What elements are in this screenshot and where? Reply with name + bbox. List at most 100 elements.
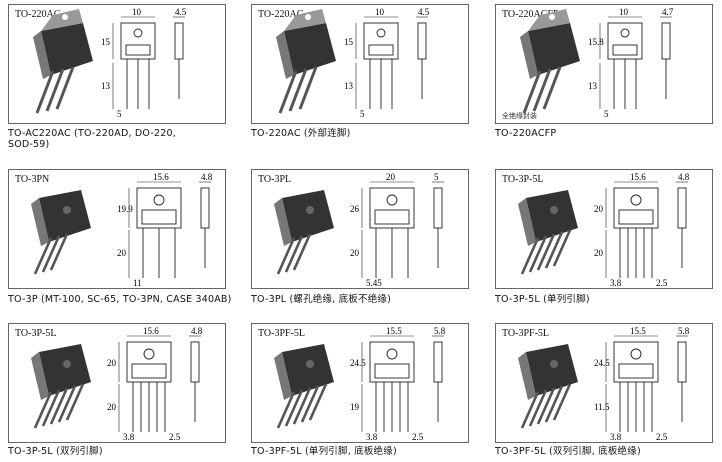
package-caption: TO-220AC (外部连脚) <box>251 128 351 139</box>
front-view <box>126 341 200 432</box>
dim-pitch: 5 <box>604 109 609 119</box>
package-cell: TO-3P-5L 15.6 4.8 20 20 3.8 2.5 <box>495 169 713 289</box>
dim-thickness: 5 <box>434 172 439 182</box>
package-photo <box>31 344 91 429</box>
package-cell: TO-3PF-5L 15.5 5.8 24.5 19 3.8 2.5 <box>251 323 469 443</box>
dim-pitch: 3.8 <box>123 432 135 442</box>
package-caption: TO-3P (MT-100, SC-65, TO-3PN, CASE 340AB… <box>8 294 232 305</box>
package-drawing: 10 4.5 15 13 5 <box>33 7 187 119</box>
dim-body-height: 15 <box>101 37 111 47</box>
dim-lead-length: 20 <box>594 248 604 258</box>
package-caption: TO-3P-5L (单列引脚) <box>495 294 590 305</box>
package-photo <box>274 190 334 275</box>
package-caption: TO-3PL (螺孔绝缘, 底板不绝缘) <box>251 294 392 305</box>
front-view <box>369 341 443 432</box>
dim-pitch: 3.8 <box>610 278 622 288</box>
dim-width: 15.5 <box>630 326 646 336</box>
dim-width: 10 <box>375 7 385 17</box>
package-cell: TO-3P-5L 15.6 4.8 20 20 3.8 2.5 <box>8 323 226 443</box>
package-note: 全绝缘封装 <box>502 112 537 120</box>
dim-thickness: 4.5 <box>418 7 430 17</box>
dim-pitch: 5.45 <box>366 278 382 288</box>
front-view <box>136 187 210 278</box>
package-caption: TO-AC220AC (TO-220AD, DO-220, SOD-59) <box>8 128 176 150</box>
dim-width: 15.5 <box>386 326 402 336</box>
dim-width: 10 <box>619 7 629 17</box>
dim-thickness: 4.8 <box>201 172 213 182</box>
dim-width: 20 <box>386 172 396 182</box>
package-name: TO-220AC <box>15 9 61 20</box>
package-name: TO-3P-5L <box>502 174 544 185</box>
dim-lead-length: 20 <box>107 402 117 412</box>
package-drawing: 15.6 4.8 20 20 3.8 2.5 <box>518 172 690 288</box>
dim-lead-length: 13 <box>588 81 598 91</box>
dim-thickness: 4.7 <box>662 7 674 17</box>
package-caption: TO-3PF-5L (双列引脚, 底板绝缘) <box>495 446 641 457</box>
front-view <box>613 187 687 278</box>
package-caption: TO-220ACFP <box>495 128 557 139</box>
package-drawing: 15.6 4.8 19.9 20 11 <box>31 172 213 288</box>
package-name: TO-3P-5L <box>15 328 57 339</box>
front-view <box>120 22 184 109</box>
package-name: TO-3PF-5L <box>258 328 306 339</box>
package-photo <box>520 9 580 114</box>
dim-body-height: 20 <box>594 204 604 214</box>
package-photo <box>33 9 93 114</box>
package-photo <box>31 190 91 275</box>
package-caption: TO-3P-5L (双列引脚) <box>8 446 103 457</box>
front-view <box>369 187 443 278</box>
package-drawing: 15.5 5.8 24.5 19 3.8 2.5 <box>274 326 446 442</box>
dim-body-height: 19.9 <box>117 204 133 214</box>
package-name: TO-3PN <box>15 174 50 185</box>
dim-pitch: 3.8 <box>366 432 378 442</box>
package-cell: TO-220AC 10 4.5 15 13 5 <box>8 4 226 124</box>
package-name: TO-3PF-5L <box>502 328 550 339</box>
package-photo <box>518 190 578 275</box>
dim-width: 15.6 <box>630 172 646 182</box>
dim-width: 10 <box>132 7 142 17</box>
dim-width: 15.6 <box>153 172 169 182</box>
dim-thickness: 4.8 <box>191 326 203 336</box>
dim-pitch: 5 <box>360 109 365 119</box>
package-photo <box>518 344 578 429</box>
dim-thickness: 5.8 <box>434 326 446 336</box>
dim-thickness: 4.5 <box>175 7 187 17</box>
front-view <box>363 22 427 109</box>
dim-body-height: 24.5 <box>350 358 366 368</box>
dim-lead-length: 20 <box>117 248 127 258</box>
dim-pitch-2: 2.5 <box>656 278 668 288</box>
dim-body-height: 24.5 <box>594 358 610 368</box>
dim-pitch-2: 2.5 <box>412 432 424 442</box>
dim-pitch-2: 2.5 <box>169 432 181 442</box>
dim-pitch: 11 <box>133 278 142 288</box>
package-photo <box>274 344 334 429</box>
package-name: TO-3PL <box>258 174 292 185</box>
front-view <box>613 341 687 432</box>
dim-pitch: 5 <box>117 109 122 119</box>
package-caption: TO-3PF-5L (单列引脚, 底板绝缘) <box>251 446 397 457</box>
dim-lead-length: 13 <box>344 81 354 91</box>
dim-body-height: 26 <box>350 204 360 214</box>
dim-body-height: 20 <box>107 358 117 368</box>
package-drawing: 10 4.5 15 13 5 <box>276 7 430 119</box>
front-view <box>607 22 671 109</box>
dim-thickness: 4.8 <box>678 172 690 182</box>
package-drawing: 15.6 4.8 20 20 3.8 2.5 <box>31 326 203 442</box>
package-name: TO-220AC <box>258 9 304 20</box>
dim-pitch-2: 2.5 <box>656 432 668 442</box>
dim-body-height: 15 <box>344 37 354 47</box>
package-cell: TO-220AC 10 4.5 15 13 5 <box>251 4 469 124</box>
dim-lead-length: 19 <box>350 402 360 412</box>
dim-lead-length: 13 <box>101 81 111 91</box>
dim-pitch: 3.8 <box>610 432 622 442</box>
dim-thickness: 5.8 <box>678 326 690 336</box>
package-photo <box>276 9 336 114</box>
dim-width: 15.6 <box>143 326 159 336</box>
package-cell: TO-3PN 15.6 4.8 19.9 20 11 <box>8 169 226 289</box>
